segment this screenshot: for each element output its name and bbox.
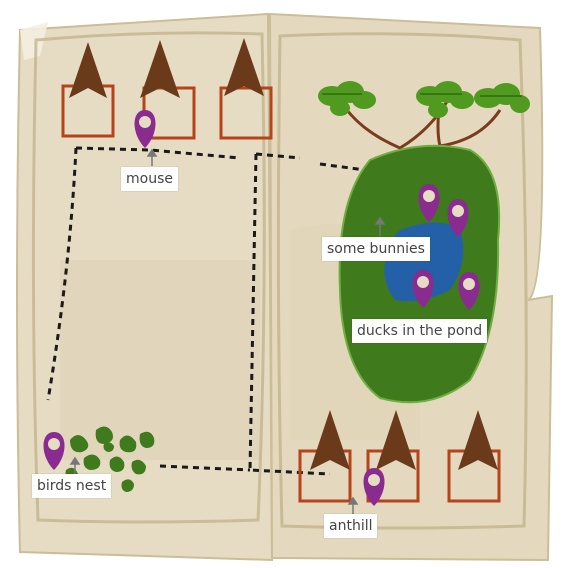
label-pointer: [69, 148, 386, 514]
marker-label-birds-nest: birds nest: [32, 474, 112, 498]
house-icon: [61, 42, 115, 138]
tree-icon: [318, 81, 530, 150]
house-icon: [219, 38, 273, 140]
marker-label-mouse: mouse: [121, 167, 178, 191]
house-icon: [298, 410, 352, 503]
marker-label-bunnies: some bunnies: [322, 237, 430, 261]
marker-label-ducks: ducks in the pond: [352, 319, 488, 343]
bush-icon: [65, 426, 155, 492]
house-icon: [447, 410, 501, 503]
marker-label-anthill: anthill: [324, 514, 378, 538]
